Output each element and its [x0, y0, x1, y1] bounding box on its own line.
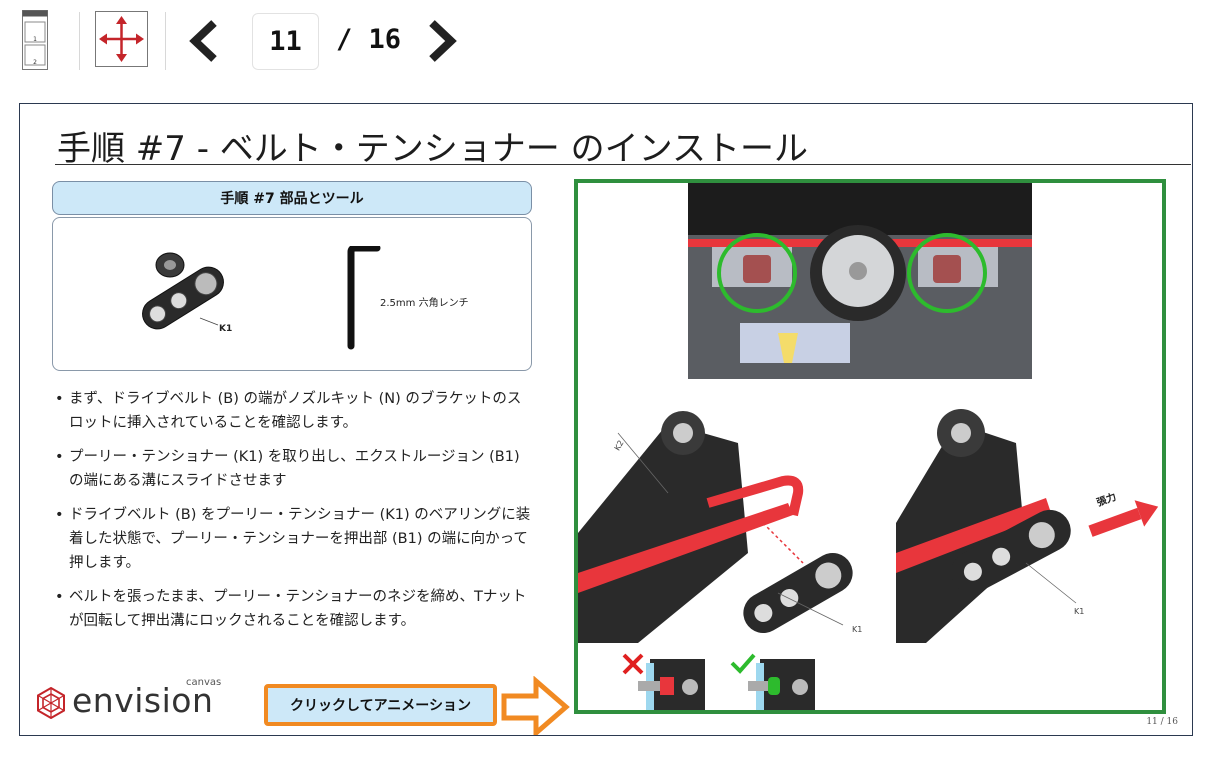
toolbar-divider [165, 12, 166, 70]
hex-wrench-label: 2.5mm 六角レンチ [380, 298, 469, 309]
k1-right-label: K1 [1074, 607, 1085, 616]
slide: 手順 #7 - ベルト・テンショナー のインストール 手順 #7 部品とツール … [19, 103, 1193, 736]
parts-box: K1 2.5mm 六角レンチ [52, 217, 532, 371]
k1-left-label: K1 [852, 625, 863, 634]
hex-wrench-image [347, 246, 381, 350]
logo-wordmark: envision [72, 681, 214, 720]
svg-text:1: 1 [33, 36, 37, 43]
instruction-item: ドライブベルト (B) をプーリー・テンショナー (K1) のベアリングに装着し… [55, 503, 535, 575]
fullscreen-button[interactable] [95, 11, 148, 67]
viewer-toolbar: 1 2 11 / 16 [0, 0, 1218, 86]
tensioner-insertion-image [578, 411, 853, 643]
parts-header: 手順 #7 部品とツール [52, 181, 532, 215]
next-page-button[interactable] [424, 20, 460, 62]
tnut-wrong-image [622, 653, 705, 710]
slide-title: 手順 #7 - ベルト・テンショナー のインストール [57, 129, 808, 169]
chevron-right-icon [429, 20, 457, 62]
toolbar-divider [79, 12, 80, 70]
envision-logo-icon [37, 687, 65, 719]
total-pages: / 16 [336, 24, 402, 55]
fullscreen-icon [99, 16, 144, 62]
current-page-input[interactable]: 11 [252, 13, 319, 70]
tnut-correct-image [730, 653, 815, 710]
illustration-panel: K2 K1 K1 張力 [574, 179, 1166, 714]
instruction-item: ベルトを張ったまま、プーリー・テンショナーのネジを締め、Tナットが回転して押出溝… [55, 585, 535, 633]
tension-arrow-icon [1088, 500, 1159, 537]
pulley-tensioner-image [142, 252, 224, 330]
envision-logo: canvas envision [36, 677, 236, 725]
instruction-list: まず、ドライブベルト (B) の端がノズルキット (N) のブラケットのスロット… [55, 387, 535, 643]
logo-subtext: canvas [186, 677, 222, 688]
arrow-right-icon [501, 676, 570, 735]
instruction-item: プーリー・テンショナー (K1) を取り出し、エクストルージョン (B1) の端… [55, 445, 535, 493]
animate-button[interactable]: クリックしてアニメーション [264, 684, 497, 726]
tensioner-installed-image [896, 409, 1077, 643]
carriage-closeup-image [688, 183, 1032, 379]
page-thumbnails-icon[interactable]: 1 2 [22, 10, 48, 70]
title-underline [55, 164, 1191, 165]
instruction-item: まず、ドライブベルト (B) の端がノズルキット (N) のブラケットのスロット… [55, 387, 535, 435]
slide-page-number: 11 / 16 [1146, 717, 1178, 727]
previous-page-button[interactable] [186, 20, 222, 62]
k1-part-label: K1 [219, 324, 233, 334]
svg-text:2: 2 [33, 59, 37, 66]
chevron-left-icon [189, 20, 217, 62]
